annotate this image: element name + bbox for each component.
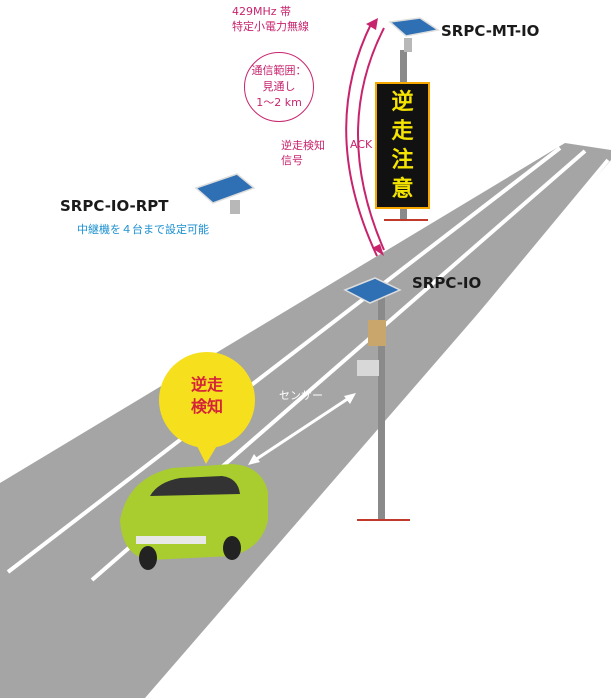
io-pole <box>378 295 385 520</box>
radio-type: 特定小電力無線 <box>232 20 309 33</box>
signal-line: 逆走検知 <box>281 139 325 152</box>
road-edge-line-left <box>6 146 562 574</box>
car-bumper <box>136 536 206 544</box>
range-text: 通信範囲： 見通し 1～2 km <box>245 63 313 111</box>
sensor-beam-arrow-top <box>344 393 356 404</box>
radio-band-text: 429MHz 帯 特定小電力無線 <box>232 4 309 34</box>
ack-label: ACK <box>350 138 373 151</box>
io-control-box <box>368 320 386 346</box>
rpt-solar-panel <box>194 173 256 204</box>
mt-io-title: SRPC-MT-IO <box>441 22 540 40</box>
arrowhead-bottom <box>372 244 384 256</box>
detect-bubble-text: 逆走 検知 <box>162 374 252 418</box>
car-windshield <box>150 476 240 496</box>
radio-band: 429MHz 帯 <box>232 5 292 18</box>
rpt-box <box>230 200 240 214</box>
range-line: 1～2 km <box>256 96 302 109</box>
detect-bubble-tail <box>196 444 218 464</box>
wrong-way-sign: 逆 走 注 意 <box>375 82 430 209</box>
sensor-label: センサー <box>279 389 323 402</box>
io-sensor-box <box>357 360 379 376</box>
mt-io-solar-panel <box>388 17 440 37</box>
radio-arc-outer <box>345 21 378 257</box>
signal-line: 信号 <box>281 154 303 167</box>
signal-label: 逆走検知 信号 <box>281 138 325 168</box>
radio-arc-inner <box>357 27 385 251</box>
rpt-title: SRPC-IO-RPT <box>60 197 169 215</box>
io-title: SRPC-IO <box>412 274 482 292</box>
car-wheel-left <box>139 546 157 570</box>
range-circle: 通信範囲： 見通し 1～2 km <box>244 52 314 122</box>
mt-io-box <box>404 38 412 52</box>
detect-line: 逆走 <box>190 375 223 394</box>
rpt-note: 中継機を４台まで設定可能 <box>77 223 209 236</box>
io-solar-panel <box>343 277 402 304</box>
detect-line: 検知 <box>190 397 223 416</box>
sign-text: 逆 走 注 意 <box>391 90 414 202</box>
arrowhead-top <box>366 18 378 30</box>
range-line: 通信範囲： <box>251 64 307 77</box>
car-wheel-right <box>223 536 241 560</box>
range-line: 見通し <box>262 80 296 93</box>
sensor-beam-arrow-bottom <box>248 454 260 465</box>
detect-bubble <box>159 352 255 448</box>
sensor-beam <box>251 394 353 464</box>
